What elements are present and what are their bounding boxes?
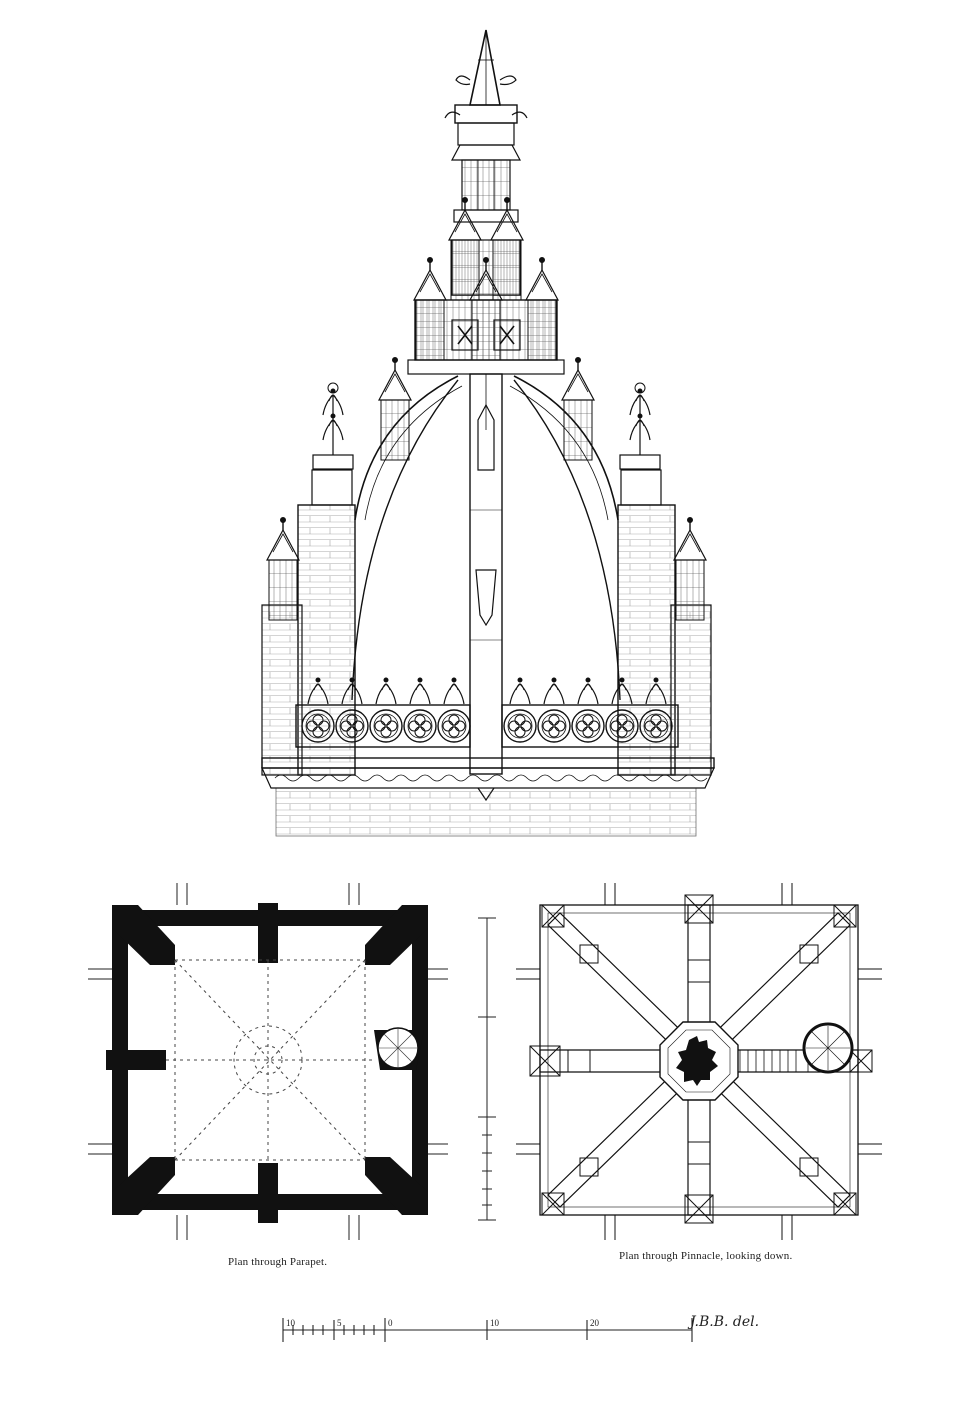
- spire-shaft: [448, 144, 524, 301]
- scale-bar: [282, 1318, 693, 1342]
- scale-label-5: 5: [337, 1318, 342, 1328]
- scale-label-0: 0: [388, 1318, 393, 1328]
- parapet-balustrade: [295, 677, 679, 748]
- elevation-drawing: [261, 29, 715, 837]
- scale-label-20: 20: [590, 1318, 599, 1328]
- draughtsman-signature: J.B.B. del.: [690, 1314, 760, 1330]
- caption-plan-pinnacle: Plan through Pinnacle, looking down.: [619, 1250, 793, 1262]
- vertical-scale: [478, 917, 496, 1221]
- central-pier: [469, 373, 503, 775]
- scale-label-10-right: 10: [490, 1318, 499, 1328]
- lantern-stage: [407, 256, 565, 375]
- plan-pinnacle: [516, 883, 882, 1240]
- flying-ribs: [351, 375, 621, 701]
- corner-pinnacles: [312, 356, 661, 470]
- caption-plan-parapet: Plan through Parapet.: [228, 1256, 328, 1268]
- scale-label-10-left: 10: [286, 1318, 295, 1328]
- cornice: [261, 757, 715, 837]
- spire-finial: [444, 29, 528, 146]
- plan-parapet: [88, 883, 448, 1240]
